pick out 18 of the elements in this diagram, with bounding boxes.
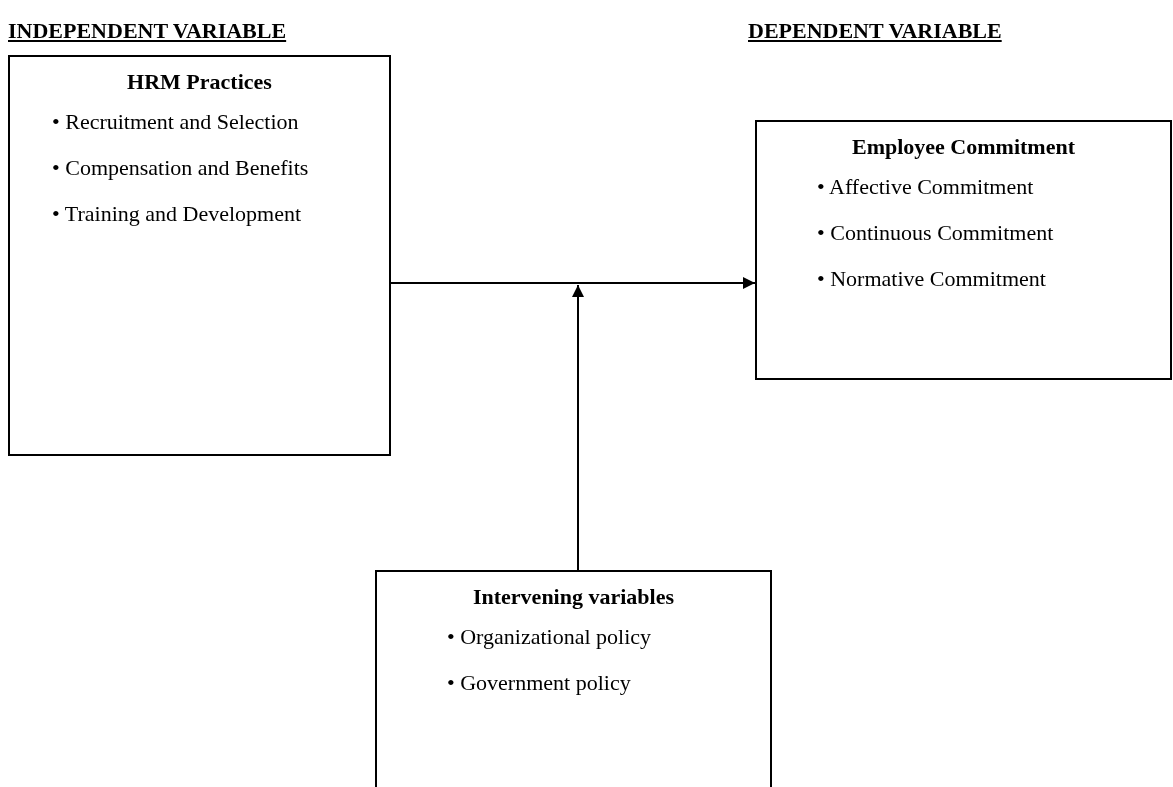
- box-heading: Intervening variables: [471, 583, 676, 611]
- text-box: [375, 570, 772, 787]
- list-item: • Recruitment and Selection: [52, 108, 300, 136]
- section-heading: INDEPENDENT VARIABLE: [8, 17, 287, 45]
- box-heading: Employee Commitment: [851, 133, 1076, 161]
- list-item: • Normative Commitment: [817, 265, 1047, 293]
- arrow: [572, 284, 584, 571]
- list-item: • Government policy: [447, 669, 632, 697]
- text-box: [755, 120, 1172, 380]
- section-heading: DEPENDENT VARIABLE: [748, 17, 1002, 45]
- list-item: • Organizational policy: [447, 623, 652, 651]
- box-heading: HRM Practices: [126, 68, 273, 96]
- arrow: [390, 277, 756, 289]
- list-item: • Continuous Commitment: [817, 219, 1055, 247]
- text-box: [8, 55, 391, 456]
- list-item: • Compensation and Benefits: [52, 154, 309, 182]
- list-item: • Affective Commitment: [817, 173, 1035, 201]
- list-item: • Training and Development: [52, 200, 303, 228]
